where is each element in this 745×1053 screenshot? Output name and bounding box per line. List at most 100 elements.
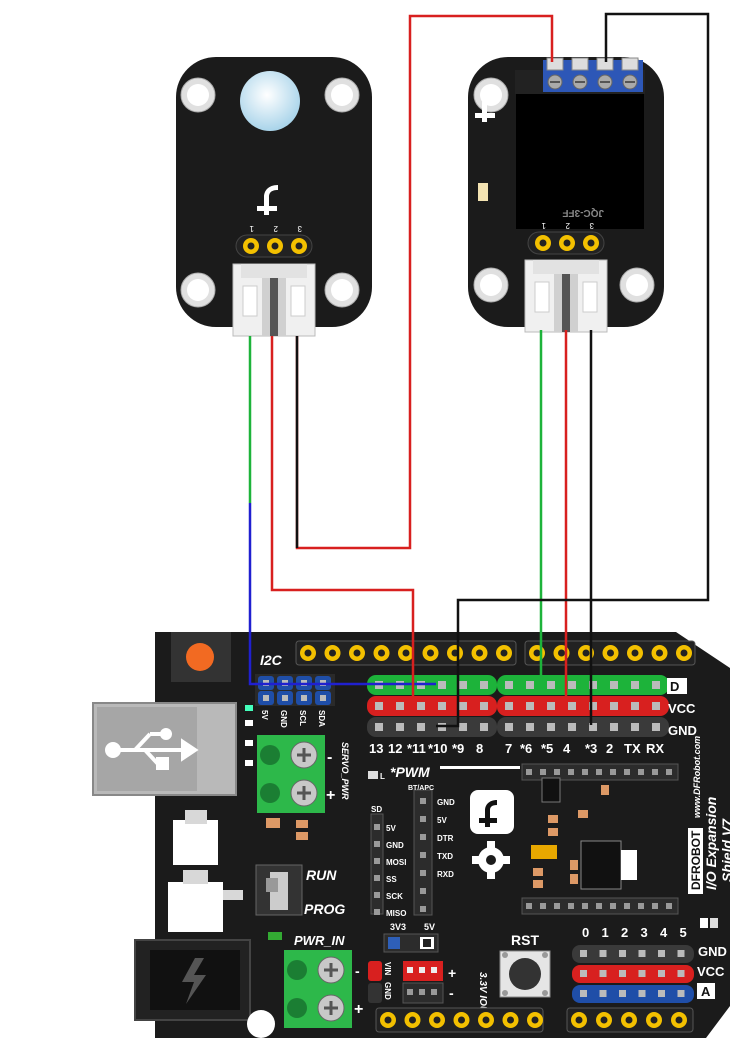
pin-row (367, 717, 497, 737)
header-pin[interactable] (568, 723, 576, 731)
regulator-top (173, 820, 218, 865)
sensor-pin-label: 3 (297, 224, 302, 233)
vsel-3v3-label: 3V3 (390, 922, 406, 932)
servo-terminal (257, 735, 325, 813)
header-pin[interactable] (438, 681, 446, 689)
rst-button[interactable] (499, 950, 551, 998)
sd-pin-label: MOSI (386, 858, 406, 867)
header-pin[interactable] (547, 702, 555, 710)
header-pin[interactable] (547, 681, 555, 689)
pwm-label: *PWM (390, 764, 430, 780)
run-prog-switch[interactable] (255, 864, 303, 916)
header-pin[interactable] (610, 681, 618, 689)
sd-pin-label: MISO (386, 909, 406, 918)
top-button[interactable] (186, 643, 214, 671)
prog-label: PROG (304, 901, 345, 917)
header-pin[interactable] (568, 681, 576, 689)
header-pin[interactable] (459, 681, 467, 689)
header-pin[interactable] (677, 970, 685, 977)
sensor-pin-label: 2 (273, 224, 278, 233)
header-pin[interactable] (589, 681, 597, 689)
header-pin[interactable] (652, 681, 660, 689)
header-pin[interactable] (658, 990, 665, 997)
rst-label: RST (511, 932, 539, 948)
header-pin[interactable] (526, 723, 534, 731)
header-pin[interactable] (505, 723, 513, 731)
header-pin[interactable] (619, 970, 626, 977)
plus-vin: + (448, 965, 456, 981)
digital-pin-label: 4 (563, 741, 571, 756)
header-pin[interactable] (652, 723, 660, 731)
header-pin[interactable] (677, 950, 685, 957)
sensor-dome (240, 71, 300, 131)
regulator-bottom (168, 882, 223, 932)
header-pin[interactable] (526, 681, 534, 689)
header-pin[interactable] (610, 702, 618, 710)
bt-pin-label: RXD (437, 870, 454, 879)
pwr-plus: + (354, 1001, 363, 1018)
header-pin[interactable] (619, 950, 626, 957)
vsel-pin-3v3[interactable] (388, 937, 400, 949)
header-pin[interactable] (589, 702, 597, 710)
header-pin[interactable] (658, 950, 665, 957)
pin-row (572, 945, 694, 963)
analog-a-label: A (701, 984, 711, 999)
digital-pin-label: *3 (585, 741, 597, 756)
header-pin[interactable] (480, 681, 488, 689)
header-pin[interactable] (638, 990, 646, 997)
digital-pin-label: 13 (369, 741, 383, 756)
servo-minus: - (327, 749, 332, 766)
minus-vin: - (449, 985, 454, 1001)
header-pin[interactable] (568, 702, 576, 710)
header-pin[interactable] (580, 950, 587, 957)
header-pin[interactable] (580, 990, 587, 997)
wire-sensor-signal-blue (248, 503, 436, 686)
header-pin[interactable] (417, 723, 425, 731)
vcc-row-label: VCC (668, 701, 696, 716)
header-pin[interactable] (396, 723, 404, 731)
header-pin[interactable] (505, 681, 513, 689)
pin-row (497, 717, 669, 737)
header-pin[interactable] (599, 990, 607, 997)
pin-row (367, 696, 497, 716)
header-pin[interactable] (652, 702, 660, 710)
header-pin[interactable] (619, 990, 626, 997)
sd-label: SD (371, 805, 382, 814)
relay-pin-label: 1 (541, 221, 546, 230)
header-pin[interactable] (599, 950, 607, 957)
header-pin[interactable] (589, 723, 597, 731)
header-pin[interactable] (599, 970, 607, 977)
header-pin[interactable] (438, 702, 446, 710)
wire-relay-com (436, 12, 710, 728)
pin-row (497, 675, 669, 695)
header-pin[interactable] (526, 702, 534, 710)
header-pin[interactable] (658, 970, 665, 977)
header-pin[interactable] (505, 702, 513, 710)
header-pin[interactable] (459, 723, 467, 731)
header-pin[interactable] (480, 723, 488, 731)
power-jack (134, 939, 251, 1021)
header-pin[interactable] (677, 990, 685, 997)
header-pin[interactable] (547, 723, 555, 731)
bt-label: BT/APC (408, 785, 434, 792)
usb-port (92, 702, 237, 796)
header-pin[interactable] (580, 970, 587, 977)
vin-label: VIN (383, 962, 392, 976)
header-pin[interactable] (375, 702, 383, 710)
header-pin[interactable] (638, 950, 646, 957)
header-pin[interactable] (631, 702, 639, 710)
header-pin[interactable] (631, 723, 639, 731)
analog-gnd-label: GND (698, 944, 727, 959)
sd-pin-label: GND (386, 841, 404, 850)
usb-icon (105, 728, 199, 770)
header-pin[interactable] (631, 681, 639, 689)
header-pin[interactable] (375, 723, 383, 731)
header-pin[interactable] (480, 702, 488, 710)
header-pin[interactable] (610, 723, 618, 731)
header-pin[interactable] (396, 702, 404, 710)
header-pin[interactable] (459, 702, 467, 710)
header-pin[interactable] (417, 702, 425, 710)
sd-pin-label: SCK (386, 892, 403, 901)
header-pin[interactable] (638, 970, 646, 977)
bt-pin-label: 5V (437, 816, 447, 825)
